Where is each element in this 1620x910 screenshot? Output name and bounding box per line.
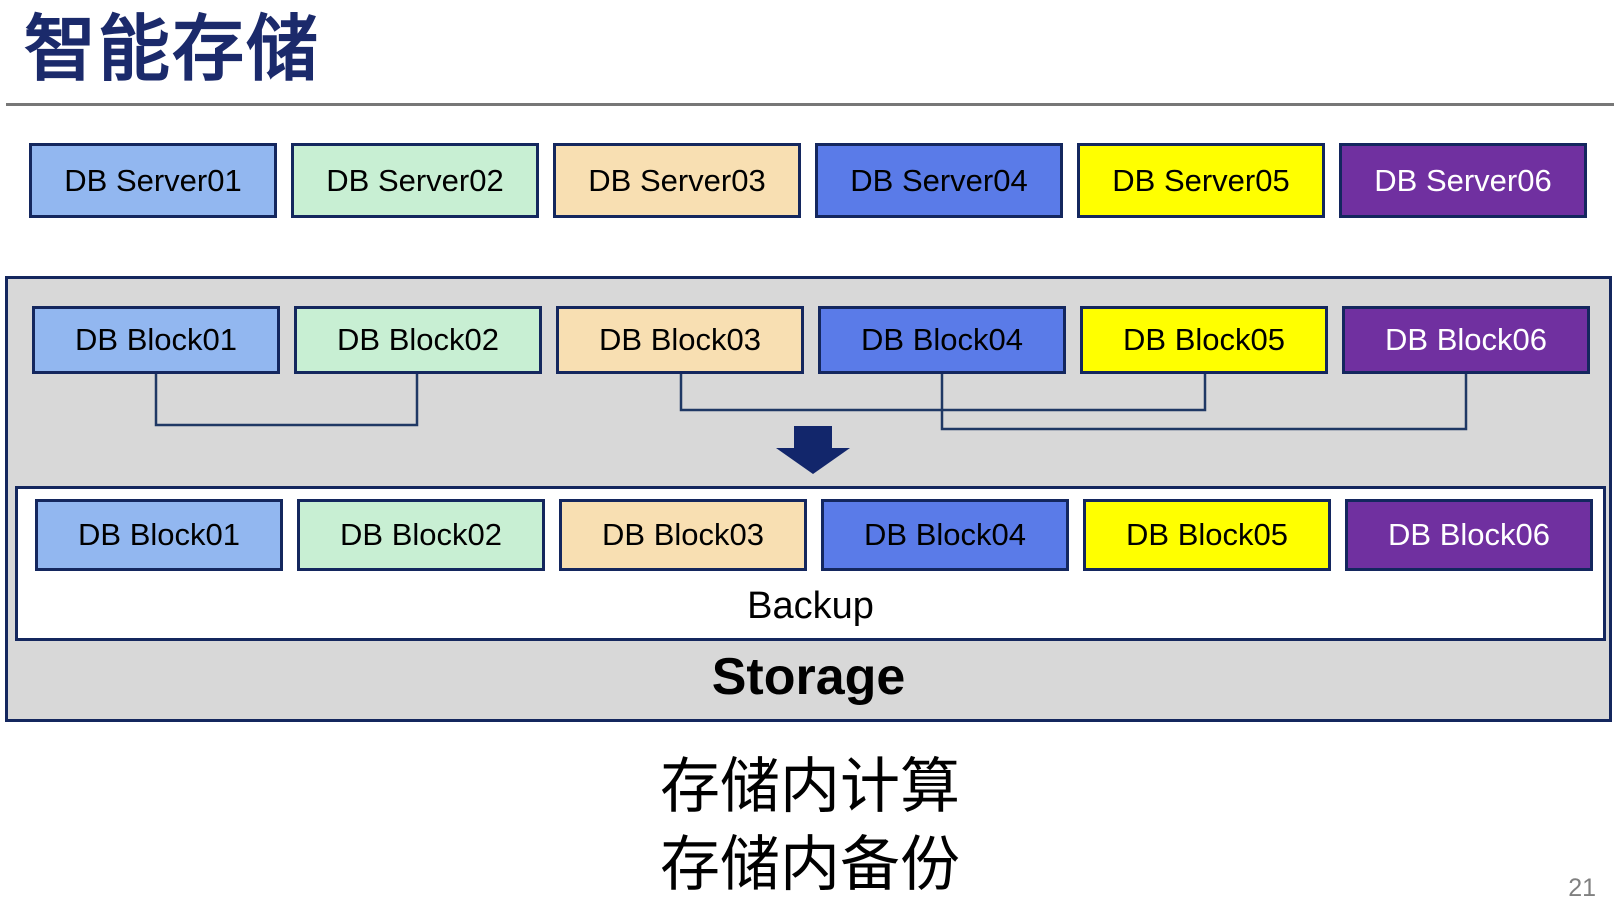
page-number: 21 xyxy=(1568,874,1596,902)
storage-label: Storage xyxy=(711,648,906,706)
db-block05-backup-box: DB Block05 xyxy=(1083,499,1331,571)
db-block02-primary-box: DB Block02 xyxy=(294,306,542,374)
db-block03-backup-box: DB Block03 xyxy=(559,499,807,571)
caption-text: 存储内计算 存储内备份 xyxy=(0,748,1620,904)
db-block02-backup-box: DB Block02 xyxy=(297,499,545,571)
db-block04-backup-box: DB Block04 xyxy=(821,499,1069,571)
db-server-row: DB Server01 DB Server02 DB Server03 DB S… xyxy=(29,143,1587,218)
db-block04-primary-box: DB Block04 xyxy=(818,306,1066,374)
db-block-row-primary: DB Block01 DB Block02 DB Block03 DB Bloc… xyxy=(32,306,1590,374)
db-block01-backup-box: DB Block01 xyxy=(35,499,283,571)
db-block06-backup-box: DB Block06 xyxy=(1345,499,1593,571)
caption-line-1: 存储内计算 xyxy=(660,753,960,820)
db-server04-box: DB Server04 xyxy=(815,143,1063,218)
storage-container-box: DB Block01 DB Block02 DB Block03 DB Bloc… xyxy=(5,276,1612,722)
db-server02-box: DB Server02 xyxy=(291,143,539,218)
db-block05-primary-box: DB Block05 xyxy=(1080,306,1328,374)
backup-box: DB Block01 DB Block02 DB Block03 DB Bloc… xyxy=(15,486,1606,641)
page-title: 智能存储 xyxy=(24,10,321,90)
down-arrow-icon xyxy=(776,426,850,474)
db-block01-primary-box: DB Block01 xyxy=(32,306,280,374)
db-block-row-backup: DB Block01 DB Block02 DB Block03 DB Bloc… xyxy=(35,499,1593,571)
db-block06-primary-box: DB Block06 xyxy=(1342,306,1590,374)
connector-block01-block02 xyxy=(154,374,419,427)
db-server05-box: DB Server05 xyxy=(1077,143,1325,218)
block-connector-lines xyxy=(154,374,1468,474)
db-server01-box: DB Server01 xyxy=(29,143,277,218)
connector-block04-block06 xyxy=(940,374,1468,431)
caption-line-2: 存储内备份 xyxy=(660,831,960,898)
db-block03-primary-box: DB Block03 xyxy=(556,306,804,374)
db-server06-box: DB Server06 xyxy=(1339,143,1587,218)
title-divider xyxy=(6,103,1614,106)
db-server03-box: DB Server03 xyxy=(553,143,801,218)
backup-label: Backup xyxy=(747,585,874,627)
